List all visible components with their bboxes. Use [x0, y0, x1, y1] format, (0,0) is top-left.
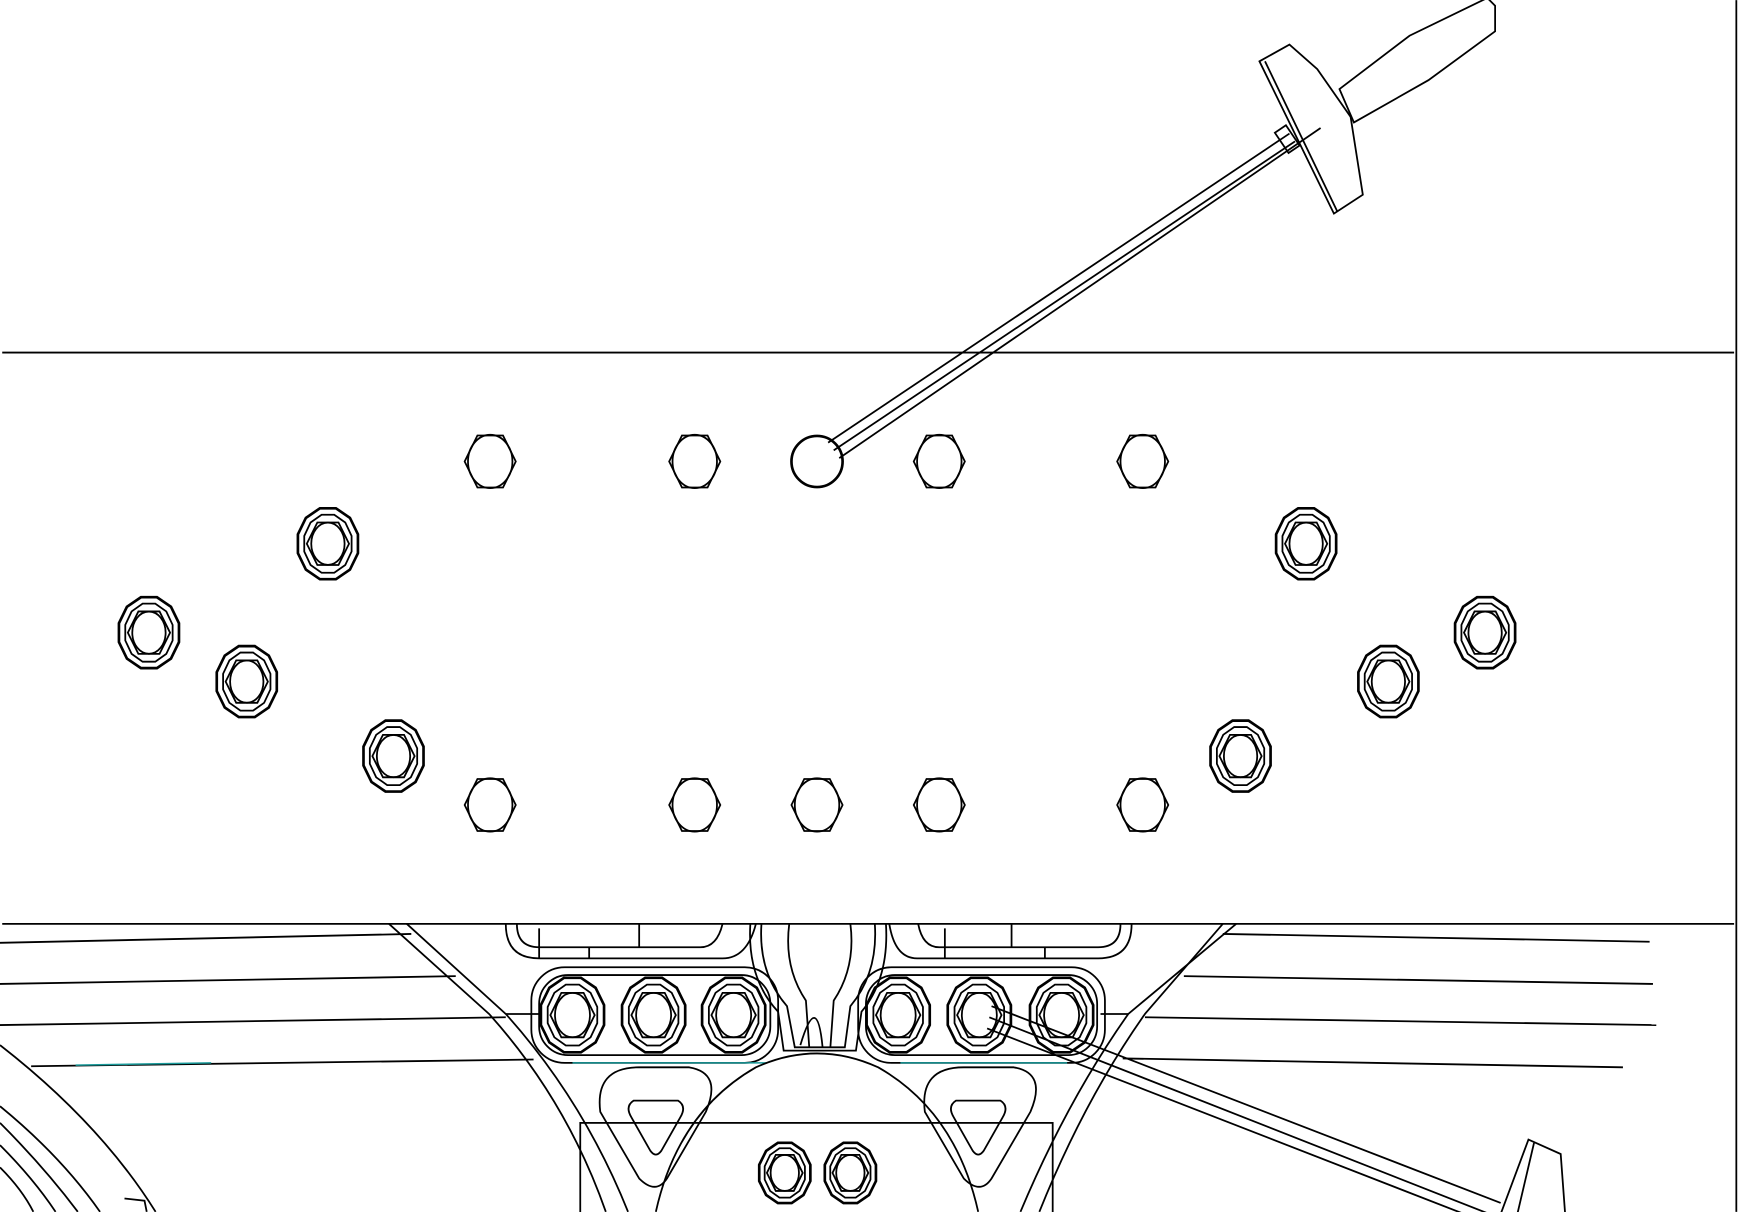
radial-lines-left: [0, 933, 534, 1068]
washer-nut: [117, 595, 181, 670]
mounting-blocks: [504, 923, 1133, 1064]
wrench-head: [1500, 1138, 1566, 1212]
center-hub: [654, 1052, 980, 1212]
wrench-shaft: [989, 1016, 1487, 1212]
washer-nut: [1453, 595, 1517, 670]
washer-nut: [539, 976, 606, 1054]
washer-nut: [1274, 506, 1338, 581]
radial-lines-right: [1122, 933, 1657, 1069]
torque-wrench-bottom: [986, 1005, 1566, 1212]
washer-nut: [700, 976, 767, 1054]
hex-nut: [463, 433, 517, 490]
wrench-shaft: [838, 127, 1322, 459]
wrench-handle: [1338, 0, 1497, 124]
wrench-shaft: [991, 1005, 1501, 1204]
washer-nut: [620, 976, 687, 1054]
triangular-pockets: [598, 1066, 1037, 1188]
wrench-shaft: [833, 140, 1296, 452]
frame-arm-left: [388, 923, 629, 1212]
washer-nut: [362, 719, 425, 793]
washer-nut: [296, 506, 360, 581]
washer-nut: [1028, 976, 1095, 1054]
washer-nut: [215, 644, 279, 719]
bolt-pattern-top: [117, 433, 1517, 833]
center-housing: [579, 1122, 1054, 1212]
hex-nut: [912, 777, 966, 833]
washer-nut: [823, 1141, 878, 1205]
socket-ring: [790, 434, 844, 489]
hex-nut: [912, 433, 966, 490]
torque-wrench-top: [790, 0, 1497, 489]
wrench-head: [1258, 43, 1364, 215]
hex-nut: [668, 433, 722, 490]
washer-nut: [757, 1141, 812, 1205]
bolt-pattern-bottom: [539, 976, 1095, 1205]
wrench-clamp: [1273, 124, 1301, 155]
washer-nut: [1357, 644, 1420, 719]
lower-assembly: [0, 923, 1657, 1212]
washer-nut: [946, 976, 1013, 1054]
hex-nut: [668, 777, 722, 833]
wrench-shaft: [827, 132, 1290, 444]
wheel-left: [0, 1044, 157, 1212]
hex-nut: [463, 777, 517, 833]
hex-nut: [1116, 433, 1170, 490]
hex-nut: [790, 777, 844, 833]
hex-nut: [1116, 777, 1170, 833]
wrench-head-edge: [1264, 60, 1339, 212]
washer-nut: [1209, 719, 1272, 793]
wrench-shaft: [986, 1027, 1462, 1212]
